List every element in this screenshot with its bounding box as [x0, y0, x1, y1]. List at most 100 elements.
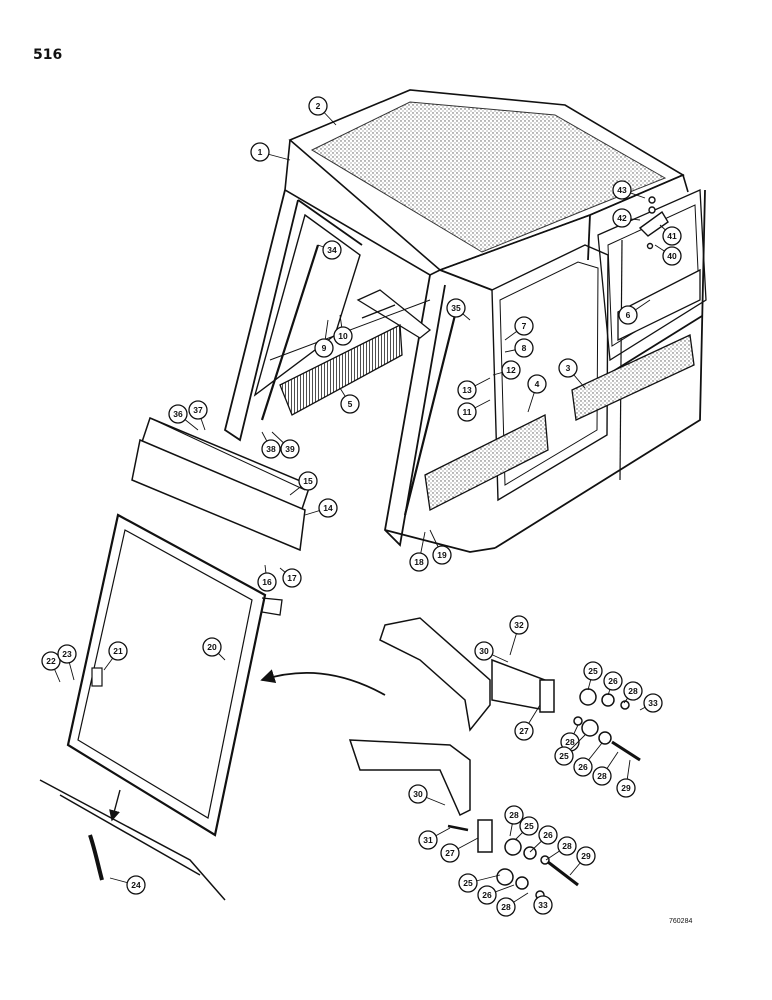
callout-circle	[527, 374, 547, 394]
callout-c28d: 28	[504, 805, 524, 837]
callout-c30b: 30	[408, 784, 446, 806]
callout-circle	[618, 305, 638, 325]
callout-label: 41	[667, 231, 677, 241]
callout-label: 31	[423, 835, 433, 845]
callout-label: 24	[131, 880, 141, 890]
callout-c11: 11	[457, 399, 491, 422]
callout-label: 22	[46, 656, 56, 666]
callout-circle	[662, 226, 682, 246]
callout-circle	[538, 825, 558, 845]
callout-label: 42	[617, 213, 627, 223]
callout-label: 26	[482, 890, 492, 900]
callout-label: 27	[519, 726, 529, 736]
side-trim-panels	[424, 268, 701, 511]
callout-circle	[261, 439, 281, 459]
callout-c7: 7	[504, 316, 534, 341]
drawing-code: 760284	[669, 918, 693, 925]
callout-circle	[168, 404, 188, 424]
callout-label: 19	[437, 550, 447, 560]
callout-label: 10	[338, 331, 348, 341]
callout-c26c: 26	[529, 825, 558, 853]
callout-c4: 4	[527, 374, 547, 413]
callout-circle	[340, 394, 360, 414]
callout-c40: 40	[654, 244, 682, 266]
callout-label: 1	[258, 147, 263, 157]
callout-circle	[612, 208, 632, 228]
callout-circle	[519, 816, 539, 836]
callout-circle	[257, 572, 277, 592]
callout-circle	[557, 836, 577, 856]
callout-circle	[333, 326, 353, 346]
callout-circle	[501, 360, 521, 380]
callout-c25a: 25	[583, 661, 603, 691]
callout-c20: 20	[202, 637, 226, 661]
callout-circle	[583, 661, 603, 681]
callout-c37: 37	[188, 400, 208, 431]
callout-circle	[474, 641, 494, 661]
callout-circle	[533, 895, 553, 915]
callout-c41: 41	[659, 224, 682, 246]
callout-c38: 38	[261, 431, 281, 459]
callout-c34: 34	[317, 240, 342, 260]
callout-label: 28	[628, 686, 638, 696]
callout-c30a: 30	[474, 641, 509, 663]
callout-circle	[418, 830, 438, 850]
callout-label: 30	[413, 789, 423, 799]
callout-label: 38	[266, 444, 276, 454]
seal-pointer-arrow	[109, 789, 121, 822]
lower-hinge-detail	[348, 739, 579, 900]
callout-circle	[477, 885, 497, 905]
callout-label: 26	[578, 762, 588, 772]
callout-circle	[514, 721, 534, 741]
callout-c24: 24	[109, 875, 146, 895]
callout-circle	[573, 757, 593, 777]
callout-circle	[603, 671, 623, 691]
callout-circle	[202, 637, 222, 657]
callout-label: 28	[501, 902, 511, 912]
callout-c9: 9	[314, 319, 334, 358]
callout-label: 43	[617, 185, 627, 195]
callout-c43: 43	[612, 180, 646, 200]
callout-label: 4	[535, 379, 540, 389]
callout-c27b: 27	[440, 837, 479, 863]
roof-latch-hardware	[638, 196, 669, 250]
callout-circle	[554, 746, 574, 766]
callout-circle	[322, 240, 342, 260]
callout-c15: 15	[289, 471, 318, 496]
callout-label: 8	[522, 343, 527, 353]
callout-label: 33	[648, 698, 658, 708]
callout-c25c: 25	[514, 816, 539, 841]
callout-c6: 6	[618, 299, 651, 325]
callout-label: 25	[588, 666, 598, 676]
callout-c42: 42	[612, 208, 641, 228]
callout-circle	[504, 805, 524, 825]
callout-label: 30	[479, 646, 489, 656]
callout-label: 29	[621, 783, 631, 793]
callout-c28e: 28	[545, 836, 577, 861]
callout-circle	[616, 778, 636, 798]
callout-circle	[496, 897, 516, 917]
callout-circle	[432, 545, 452, 565]
callout-label: 21	[113, 646, 123, 656]
callout-c22: 22	[41, 651, 61, 683]
callout-circle	[662, 246, 682, 266]
callout-label: 26	[608, 676, 618, 686]
callout-circle	[41, 651, 61, 671]
callout-label: 17	[287, 573, 297, 583]
callout-label: 25	[524, 821, 534, 831]
callout-c33b: 33	[533, 895, 553, 915]
callout-c26a: 26	[603, 671, 623, 696]
callout-c2: 2	[308, 96, 337, 126]
callout-label: 28	[597, 771, 607, 781]
callout-circle	[514, 338, 534, 358]
callout-c26b: 26	[573, 742, 603, 777]
callout-c16: 16	[257, 564, 277, 592]
callout-c27a: 27	[514, 704, 541, 741]
callout-c5: 5	[339, 387, 360, 414]
callout-circle	[108, 641, 128, 661]
callout-circle	[576, 846, 596, 866]
callout-circle	[457, 402, 477, 422]
callout-circle	[623, 681, 643, 701]
callout-label: 35	[451, 303, 461, 313]
